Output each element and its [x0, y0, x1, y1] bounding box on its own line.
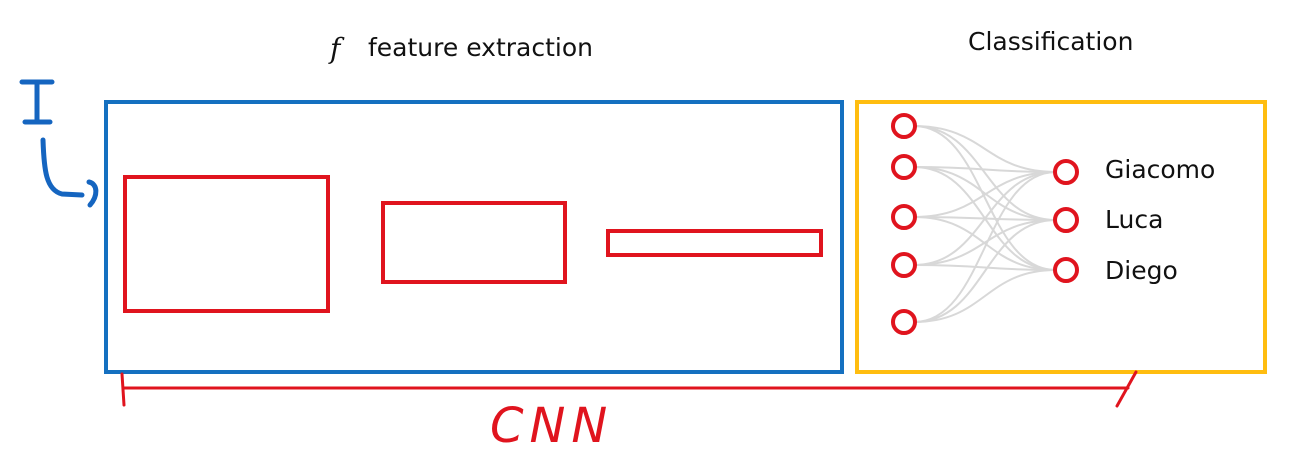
input-node	[891, 113, 917, 139]
network-edge	[913, 219, 1057, 323]
input-node	[891, 204, 917, 230]
feature-map-2	[381, 201, 567, 284]
feature-symbol: f	[328, 32, 345, 65]
class-label-luca: Luca	[1105, 205, 1163, 234]
feature-extraction-title: feature extraction	[368, 33, 593, 62]
network-edge	[913, 264, 1057, 271]
network-edge	[913, 219, 1057, 266]
class-label-diego: Diego	[1105, 256, 1178, 285]
network-edge	[913, 171, 1057, 218]
output-node	[1053, 257, 1079, 283]
cnn-span-bracket	[120, 370, 1138, 408]
input-node	[891, 154, 917, 180]
input-node	[891, 252, 917, 278]
input-node	[891, 309, 917, 335]
network-edge	[913, 125, 1057, 271]
output-node	[1053, 159, 1079, 185]
input-arrow	[19, 79, 99, 208]
feature-map-3	[606, 229, 823, 257]
cnn-label: CNN	[490, 398, 613, 453]
class-label-giacomo: Giacomo	[1105, 155, 1215, 184]
network-edge	[913, 166, 1057, 173]
network-edges	[913, 125, 1057, 323]
network-edge	[913, 125, 1057, 173]
classification-box	[855, 100, 1267, 374]
output-node	[1053, 207, 1079, 233]
network-edge	[913, 269, 1057, 323]
classification-title: Classification	[968, 27, 1133, 56]
network-edge	[913, 171, 1057, 266]
feature-extraction-box	[104, 100, 844, 374]
feature-map-1	[123, 175, 330, 313]
network-edge	[913, 125, 1057, 221]
network-nodes	[891, 113, 1079, 335]
network-edge	[913, 171, 1057, 323]
